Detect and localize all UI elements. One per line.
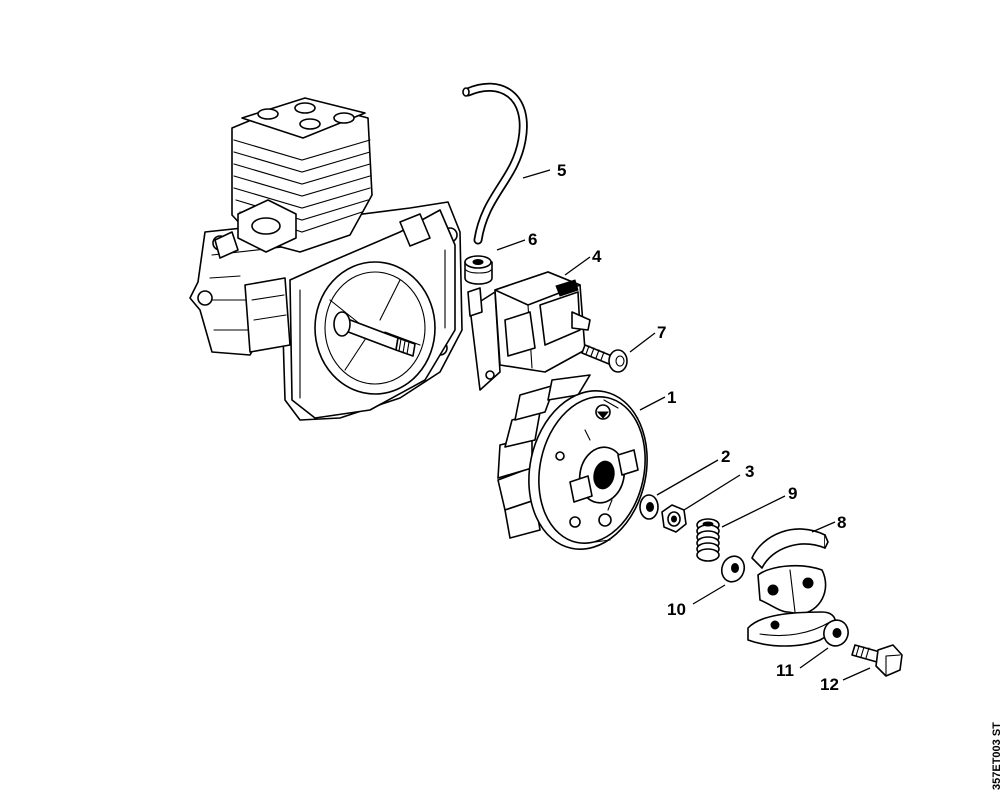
callout-2: 2 <box>721 447 730 466</box>
screw <box>581 344 628 373</box>
callout-3: 3 <box>745 462 754 481</box>
callout-8: 8 <box>837 513 846 532</box>
callout-9: 9 <box>788 484 797 503</box>
callout-7: 7 <box>657 323 666 342</box>
leader-lines <box>496 169 871 681</box>
callout-4: 4 <box>592 247 602 266</box>
callout-12: 12 <box>820 675 839 694</box>
hose <box>462 82 528 245</box>
callout-5: 5 <box>557 161 566 180</box>
clutch-shoe <box>747 528 837 647</box>
callout-11: 11 <box>776 661 794 680</box>
callout-labels: 5 6 4 7 1 2 3 9 8 10 11 12 <box>528 161 846 694</box>
washer-10 <box>720 555 746 583</box>
flywheel <box>497 374 648 550</box>
grommet <box>464 255 493 285</box>
engine-assembly <box>189 97 463 421</box>
shoulder-screw <box>851 644 903 677</box>
nut <box>661 504 687 533</box>
callout-1: 1 <box>667 388 676 407</box>
spring <box>696 518 720 562</box>
ignition-module <box>467 271 591 391</box>
callout-6: 6 <box>528 230 537 249</box>
drawing-code: 357ET003 ST <box>991 722 1003 790</box>
washer-2 <box>639 494 659 520</box>
callout-10: 10 <box>667 600 686 619</box>
washer-11 <box>823 619 849 647</box>
